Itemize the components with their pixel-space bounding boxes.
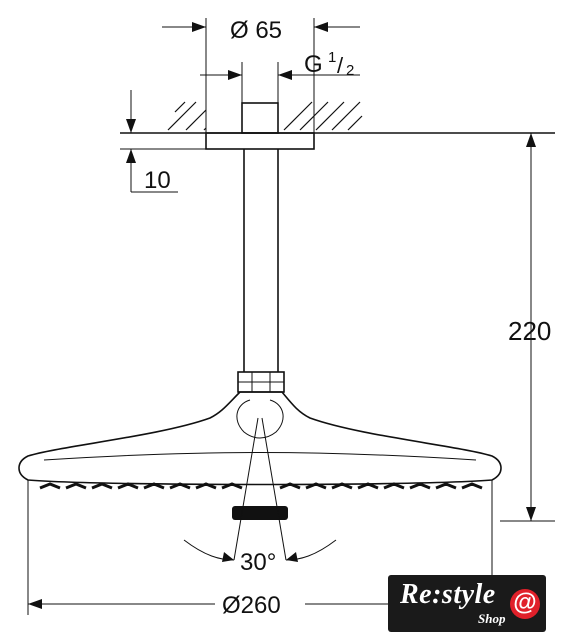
cart-icon: @ <box>510 589 540 619</box>
logo-sub-text: Shop <box>478 611 506 626</box>
ceiling-hatching <box>167 101 363 131</box>
label-head-diameter: Ø260 <box>222 592 281 619</box>
label-height: 220 <box>508 316 551 346</box>
label-thread-subscript: 2 <box>346 62 354 79</box>
nozzle-row <box>39 482 483 490</box>
spray-angle-lines <box>183 417 337 562</box>
restyle-shop-logo: Re:style Shop @ <box>388 575 546 632</box>
dim-head-diameter <box>27 480 493 615</box>
label-thread-letter: G <box>304 51 323 78</box>
label-thread: G 1 / 2 <box>304 49 354 79</box>
dim-height <box>500 133 555 522</box>
shower-arm <box>243 149 279 372</box>
dim-flange-height <box>120 90 206 193</box>
label-thread-superscript: 1 <box>328 49 336 66</box>
dim-thread <box>200 62 360 103</box>
label-flange-diameter: Ø 65 <box>230 17 282 44</box>
flange <box>205 102 315 150</box>
ceiling <box>120 101 555 134</box>
label-flange-height: 10 <box>144 167 171 194</box>
label-angle: 30° <box>240 549 276 576</box>
hex-connector <box>237 371 285 393</box>
label-thread-slash: / <box>337 53 344 78</box>
logo-brand-text: Re:style <box>400 579 496 610</box>
center-nozzle <box>232 506 288 520</box>
shower-head <box>18 391 502 520</box>
